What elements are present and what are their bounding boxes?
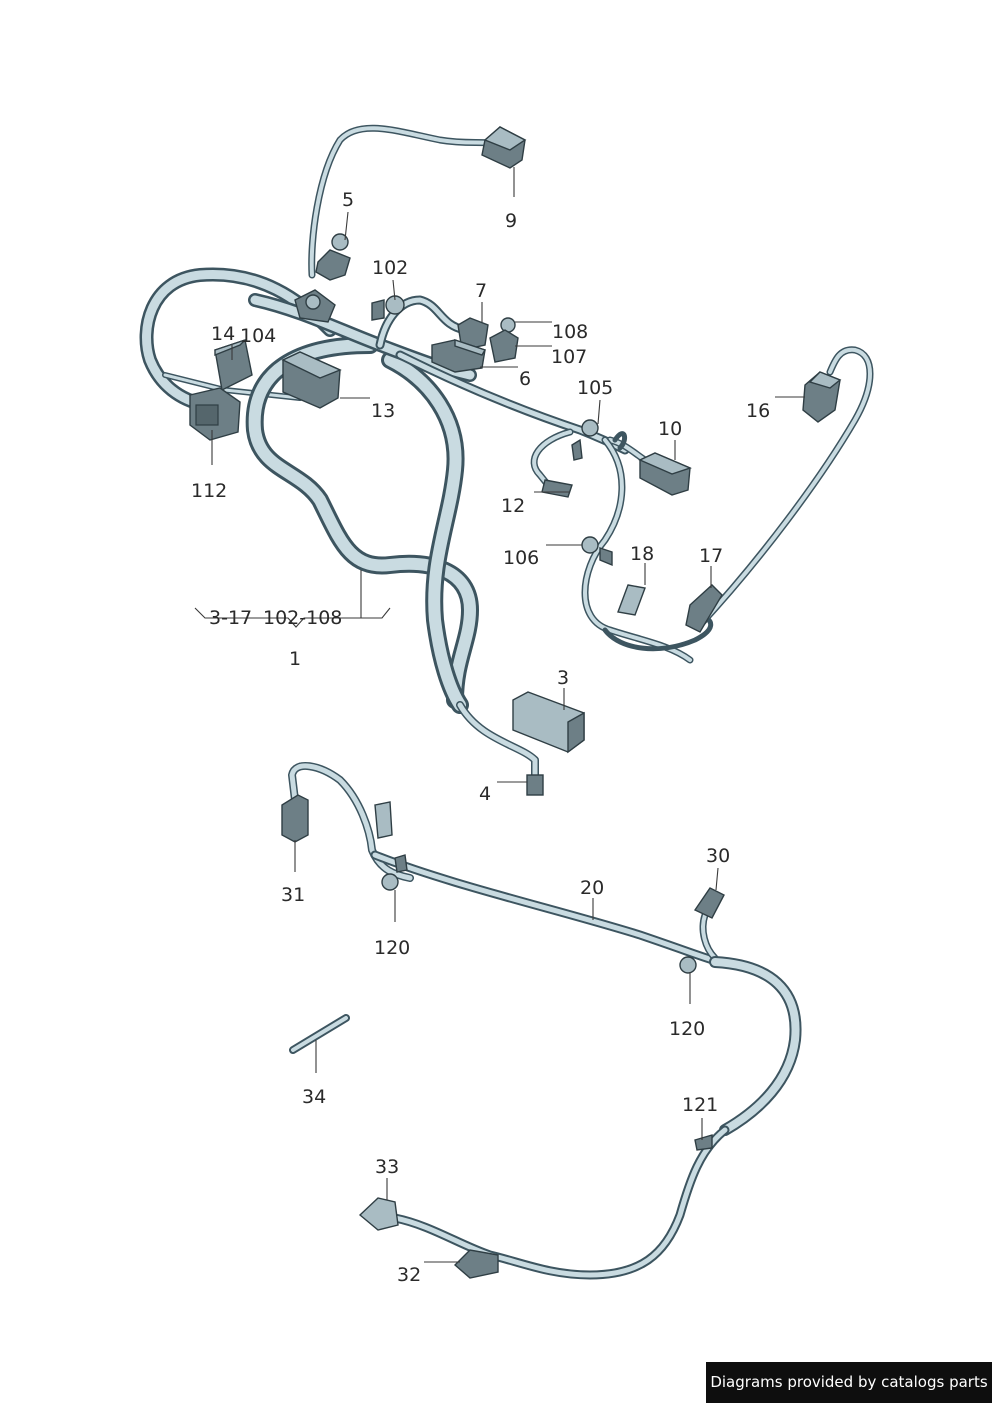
clip-120-right-shape (679, 956, 697, 974)
connector-31-shape (281, 794, 309, 843)
connector-30-shape (693, 887, 725, 919)
callout-3: 3 (557, 667, 569, 689)
callout-10: 10 (658, 418, 682, 440)
connector-18-shape (617, 584, 646, 616)
callout-105: 105 (577, 377, 613, 399)
callout-32: 32 (397, 1264, 421, 1286)
bracket-range-3-17: 3-17 (209, 607, 252, 629)
clip-120-left-shape (381, 873, 399, 891)
connector-33-shape (358, 1197, 399, 1231)
connector-4-shape (526, 774, 544, 796)
callout-120-right: 120 (669, 1018, 705, 1040)
callout-5: 5 (342, 189, 354, 211)
lower-connectors (281, 794, 725, 1279)
connector-12-shape (541, 479, 573, 498)
main-wiring-harness (139, 124, 874, 779)
callout-9: 9 (505, 210, 517, 232)
callout-31: 31 (281, 884, 305, 906)
leader-lines (194, 167, 805, 1263)
callout-121: 121 (682, 1094, 718, 1116)
connector-107-shape (489, 329, 519, 363)
callout-4: 4 (479, 783, 491, 805)
connector-32-shape (453, 1249, 499, 1279)
callout-7: 7 (475, 280, 487, 302)
callout-108: 108 (552, 321, 588, 343)
callout-102: 102 (372, 257, 408, 279)
callout-120-left: 120 (374, 937, 410, 959)
callout-107: 107 (551, 346, 587, 368)
clip-121-shape (694, 1134, 713, 1151)
callout-33: 33 (375, 1156, 399, 1178)
callout-34: 34 (302, 1086, 326, 1108)
connector-5-shape (315, 249, 351, 281)
diagram-credit-badge: Diagrams provided by catalogs parts (706, 1362, 992, 1403)
clip-105-shape (581, 419, 599, 437)
callout-1: 1 (289, 648, 301, 670)
callout-20: 20 (580, 877, 604, 899)
upper-connectors (189, 126, 842, 796)
callout-18: 18 (630, 543, 654, 565)
callout-12: 12 (501, 495, 525, 517)
callout-6: 6 (519, 368, 531, 390)
callout-112: 112 (191, 480, 227, 502)
callout-labels: 9 5 102 7 108 107 6 14 104 13 112 105 16… (191, 189, 770, 1286)
callout-13: 13 (371, 400, 395, 422)
clip-106-shape (581, 536, 599, 554)
clip-108-shape (500, 317, 516, 333)
callout-106: 106 (503, 547, 539, 569)
connector-17-shape (685, 584, 723, 633)
callout-14: 14 (211, 323, 235, 345)
callout-16: 16 (746, 400, 770, 422)
callout-17: 17 (699, 545, 723, 567)
callout-30: 30 (706, 845, 730, 867)
bracket-range-102-108: 102-108 (263, 607, 342, 629)
lower-wiring-harness (288, 761, 802, 1280)
callout-104: 104 (240, 325, 276, 347)
